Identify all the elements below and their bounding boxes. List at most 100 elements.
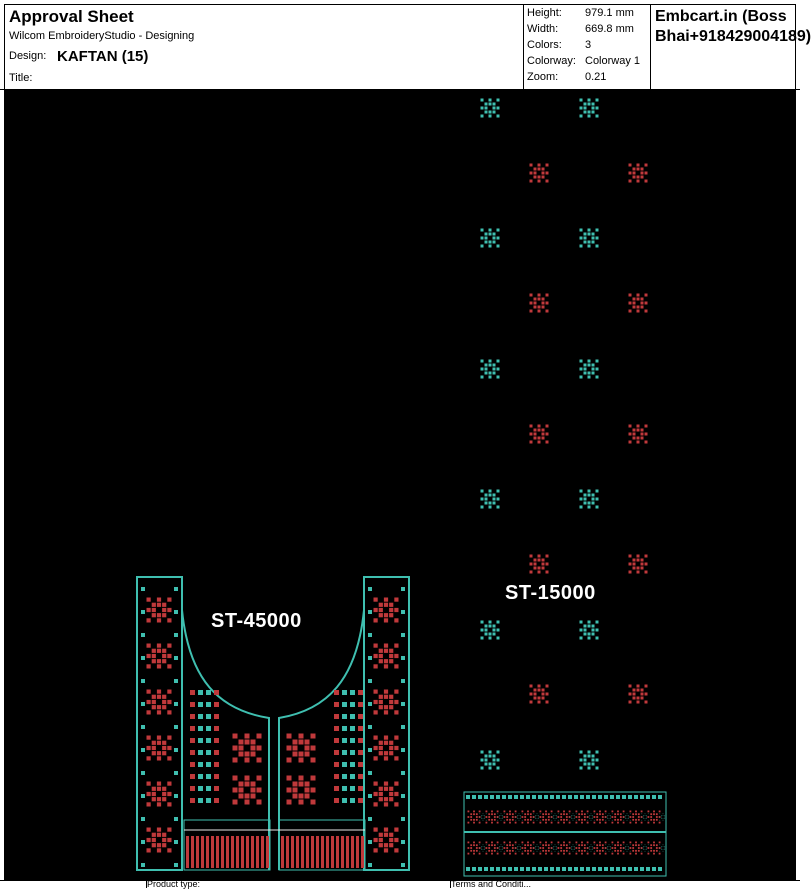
yoke-stitch — [214, 714, 219, 719]
teal-motif — [480, 750, 500, 770]
software-name: Wilcom EmbroideryStudio - Designing — [9, 30, 195, 42]
yoke-stitch — [198, 750, 203, 755]
border-teal-motif — [659, 844, 667, 852]
teal-motif — [579, 750, 599, 770]
border-band-dot — [658, 867, 662, 871]
bottom-band-stitch — [346, 836, 349, 868]
bottom-band-stitch — [306, 836, 309, 868]
column-dot — [141, 794, 145, 798]
border-band-dot — [508, 795, 512, 799]
right-stitch-count: ST-15000 — [505, 582, 596, 604]
yoke-stitch — [334, 786, 339, 791]
design-info-panel: Approval Sheet Wilcom EmbroideryStudio -… — [4, 4, 524, 90]
yoke-stitch — [190, 690, 195, 695]
column-dot — [174, 794, 178, 798]
border-band-dot — [652, 795, 656, 799]
bottom-band-stitch — [241, 836, 244, 868]
border-band-dot — [628, 795, 632, 799]
yoke-stitch — [334, 762, 339, 767]
yoke-stitch — [350, 786, 355, 791]
column-dot — [368, 817, 372, 821]
column-dot — [368, 794, 372, 798]
red-motif — [529, 424, 549, 444]
border-band-dot — [622, 795, 626, 799]
yoke-stitch — [206, 798, 211, 803]
border-band-dot — [574, 795, 578, 799]
yoke-stitch — [342, 750, 347, 755]
bottom-band-stitch — [261, 836, 264, 868]
bottom-band-stitch — [351, 836, 354, 868]
bottom-band-stitch — [361, 836, 364, 868]
teal-motif — [579, 620, 599, 640]
yoke-stitch — [358, 738, 363, 743]
bottom-band-stitch — [231, 836, 234, 868]
border-red-motif — [611, 841, 625, 855]
column-dot — [174, 702, 178, 706]
bottom-band-stitch — [226, 836, 229, 868]
column-dot — [368, 610, 372, 614]
column-red-motif — [373, 643, 399, 669]
yoke-stitch — [190, 702, 195, 707]
sheet-title: Approval Sheet — [9, 7, 134, 26]
column-dot — [401, 794, 405, 798]
column-dot — [401, 725, 405, 729]
yoke-stitch — [214, 738, 219, 743]
spec-height: Height:979.1 mm — [527, 7, 634, 19]
border-teal-motif — [533, 813, 541, 821]
bottom-band-stitch — [286, 836, 289, 868]
border-band-dot — [622, 867, 626, 871]
column-dot — [401, 702, 405, 706]
yoke-stitch — [350, 726, 355, 731]
column-red-motif — [146, 689, 172, 715]
border-teal-motif — [479, 813, 487, 821]
yoke-stitch — [198, 738, 203, 743]
terms-cell: Terms and Conditi... — [450, 880, 591, 889]
column-dot — [141, 656, 145, 660]
border-band-dot — [514, 795, 518, 799]
border-red-motif — [485, 841, 499, 855]
bottom-band-stitch — [196, 836, 199, 868]
column-dot — [141, 610, 145, 614]
brand-panel: Embcart.in (Boss Bhai+918429004189) — [650, 4, 811, 90]
border-red-motif — [593, 810, 607, 824]
border-band-dot — [574, 867, 578, 871]
yoke-stitch — [334, 798, 339, 803]
red-motif — [628, 684, 648, 704]
border-teal-motif — [479, 844, 487, 852]
bottom-band-stitch — [221, 836, 224, 868]
approval-header: Approval Sheet Wilcom EmbroideryStudio -… — [0, 0, 811, 90]
border-band-dot — [466, 867, 470, 871]
border-red-motif — [647, 810, 661, 824]
yoke-stitch — [198, 726, 203, 731]
border-band-dot — [532, 867, 536, 871]
yoke-stitch — [342, 714, 347, 719]
red-motif — [628, 163, 648, 183]
border-red-motif — [557, 841, 571, 855]
border-band-dot — [640, 867, 644, 871]
column-red-motif — [146, 643, 172, 669]
column-dot — [368, 702, 372, 706]
yoke-red-motif — [232, 733, 262, 763]
yoke-stitch — [342, 762, 347, 767]
column-dot — [141, 863, 145, 867]
border-red-motif — [575, 841, 589, 855]
design-preview-canvas: ST-45000 ST-15000 — [4, 90, 796, 880]
border-teal-motif — [569, 844, 577, 852]
yoke-stitch — [334, 702, 339, 707]
yoke-stitch — [206, 714, 211, 719]
column-dot — [401, 817, 405, 821]
bottom-band-stitch — [321, 836, 324, 868]
approval-footer: Product type: Terms and Conditi... — [0, 880, 800, 889]
bottom-band-stitch — [251, 836, 254, 868]
border-band-dot — [646, 867, 650, 871]
design-label: Design: — [9, 50, 47, 62]
border-band-dot — [526, 795, 530, 799]
yoke-stitch — [190, 738, 195, 743]
border-band-dot — [610, 867, 614, 871]
yoke-stitch — [350, 702, 355, 707]
column-dot — [368, 587, 372, 591]
column-dot — [141, 633, 145, 637]
yoke-stitch — [342, 702, 347, 707]
yoke-stitch — [342, 726, 347, 731]
border-band-dot — [556, 795, 560, 799]
